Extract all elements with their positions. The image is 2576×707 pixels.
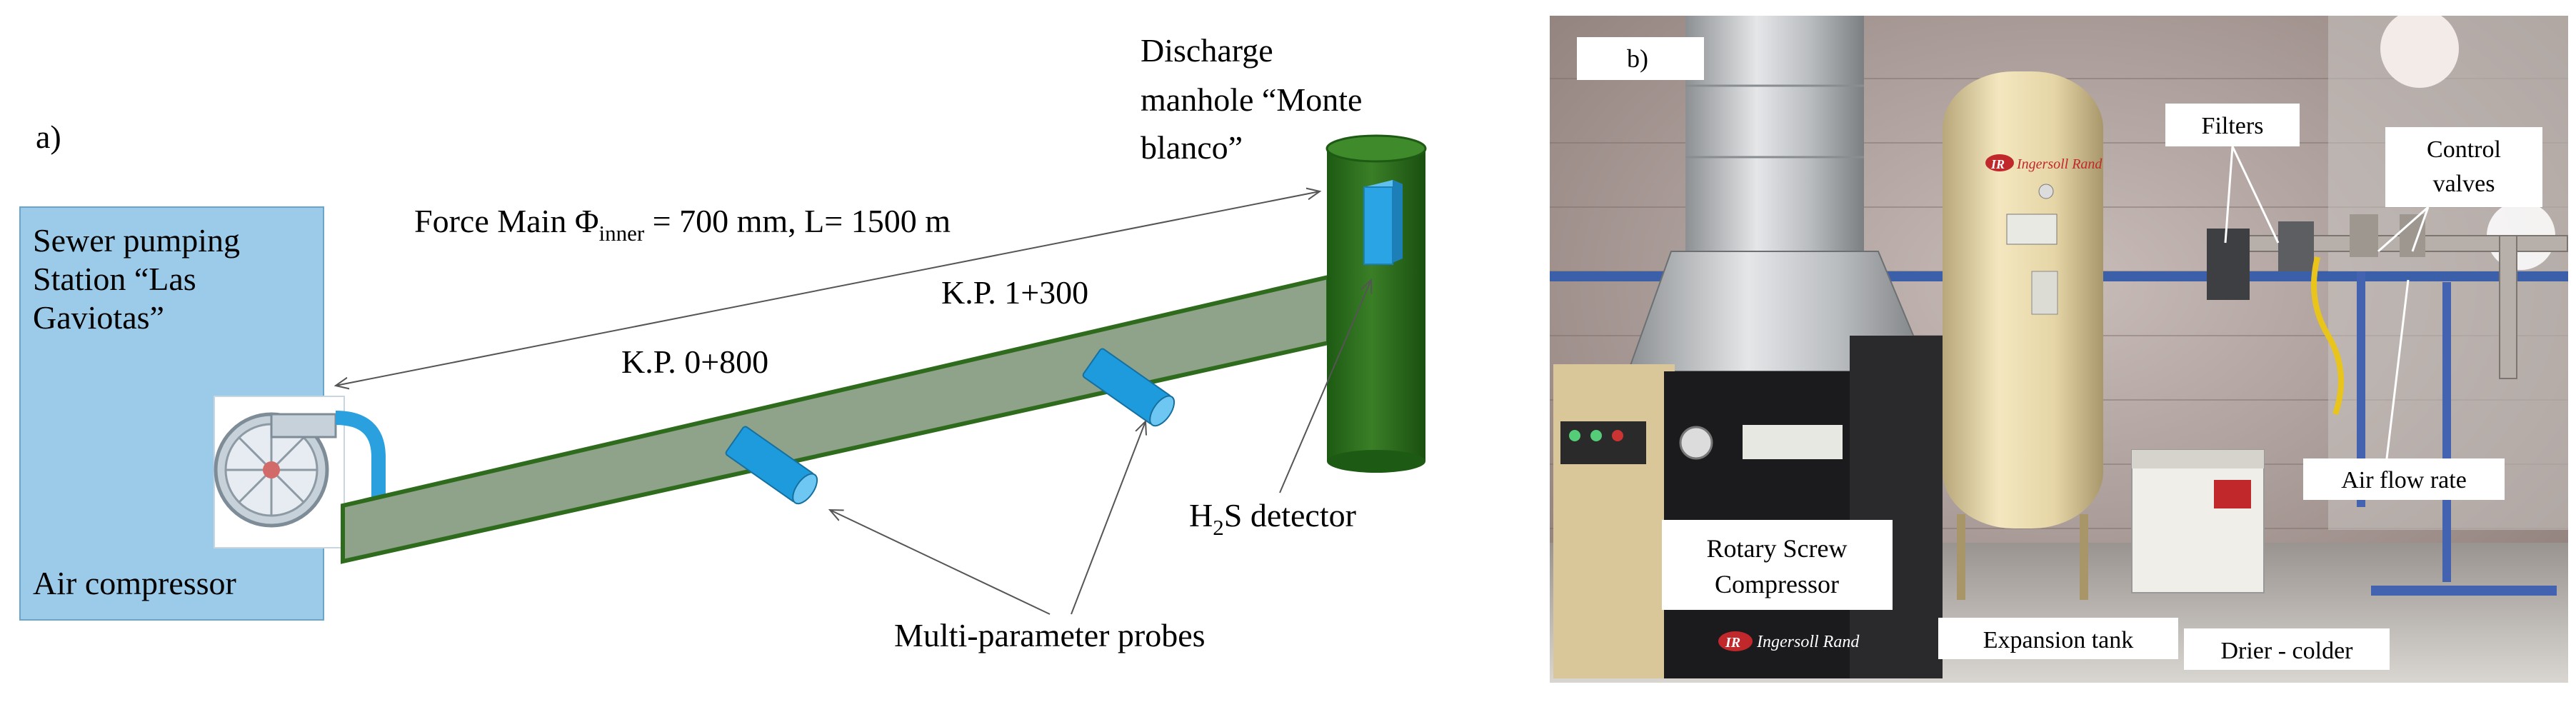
discharge-label-line2: manhole “Monte	[1141, 81, 1362, 118]
filters-callout: Filters	[2202, 113, 2264, 139]
discharge-label-line3: blanco”	[1141, 129, 1243, 166]
station-label-line1: Sewer pumping	[33, 222, 240, 259]
discharge-manhole	[1325, 134, 1427, 473]
rotary-compressor-line1: Rotary Screw	[1707, 534, 1848, 563]
force-main-label: Force Main Φinner = 700 mm, L= 1500 m	[414, 203, 951, 246]
control-valves-callout-box	[2385, 127, 2542, 207]
discharge-label-line1: Discharge	[1141, 32, 1273, 69]
compressor-brand-text: Ingersoll Rand	[1756, 633, 1860, 651]
probes-pointer-2	[1071, 421, 1146, 615]
air-flow-rate-callout: Air flow rate	[2341, 467, 2467, 493]
h2s-detector-label: H2S detector	[1189, 497, 1356, 540]
force-main-length-arrow	[336, 191, 1320, 386]
panel-b-label: b)	[1627, 44, 1648, 73]
station-label-line2: Station “Las	[33, 261, 196, 297]
expansion-tank-callout-box	[1938, 618, 2178, 659]
drier-colder	[2131, 449, 2265, 593]
panel-a-label: a)	[36, 119, 61, 155]
air-compressor-label: Air compressor	[33, 565, 236, 601]
kp-0800-label: K.P. 0+800	[621, 344, 768, 380]
drier-callout: Drier - colder	[2220, 638, 2353, 664]
drier-callout-box	[2184, 628, 2390, 670]
control-valves-line2: valves	[2433, 171, 2495, 197]
tank-brand-text: Ingersoll Rand	[2016, 156, 2103, 172]
filters-callout-box	[2165, 104, 2300, 146]
ceiling-lamp	[2380, 16, 2459, 88]
panel-a: a) Sewer pumping Station “Las Gaviotas” …	[19, 32, 1427, 653]
probe-kp-0800	[725, 426, 818, 505]
h2s-pointer-arrow	[1279, 280, 1371, 493]
expansion-tank: IR Ingersoll Rand	[1943, 71, 2103, 600]
panel-b-photo: Ingersoll Rand IR IR Ingersoll Rand	[1550, 16, 2568, 683]
control-valves-line1: Control	[2427, 136, 2501, 163]
multi-parameter-probes-label: Multi-parameter probes	[894, 617, 1206, 653]
station-label-line3: Gaviotas”	[33, 299, 164, 336]
tank-brand-logo: IR	[1990, 157, 2005, 171]
force-main-pipe	[341, 274, 1330, 564]
compressor-brand-logo: IR	[1725, 635, 1740, 651]
rotary-compressor-callout-box	[1662, 520, 1893, 610]
panel-b-label-box	[1577, 37, 1704, 80]
compressor-icon	[214, 396, 394, 548]
h2s-detector-icon	[1363, 180, 1403, 265]
probes-pointer-1	[830, 510, 1051, 615]
rotary-compressor-line2: Compressor	[1715, 570, 1839, 598]
air-flow-rate-callout-box	[2303, 458, 2505, 500]
rotary-screw-compressor: Ingersoll Rand IR	[1553, 336, 1943, 678]
expansion-tank-callout: Expansion tank	[1983, 627, 2134, 653]
kp-1300-label: K.P. 1+300	[941, 274, 1088, 311]
